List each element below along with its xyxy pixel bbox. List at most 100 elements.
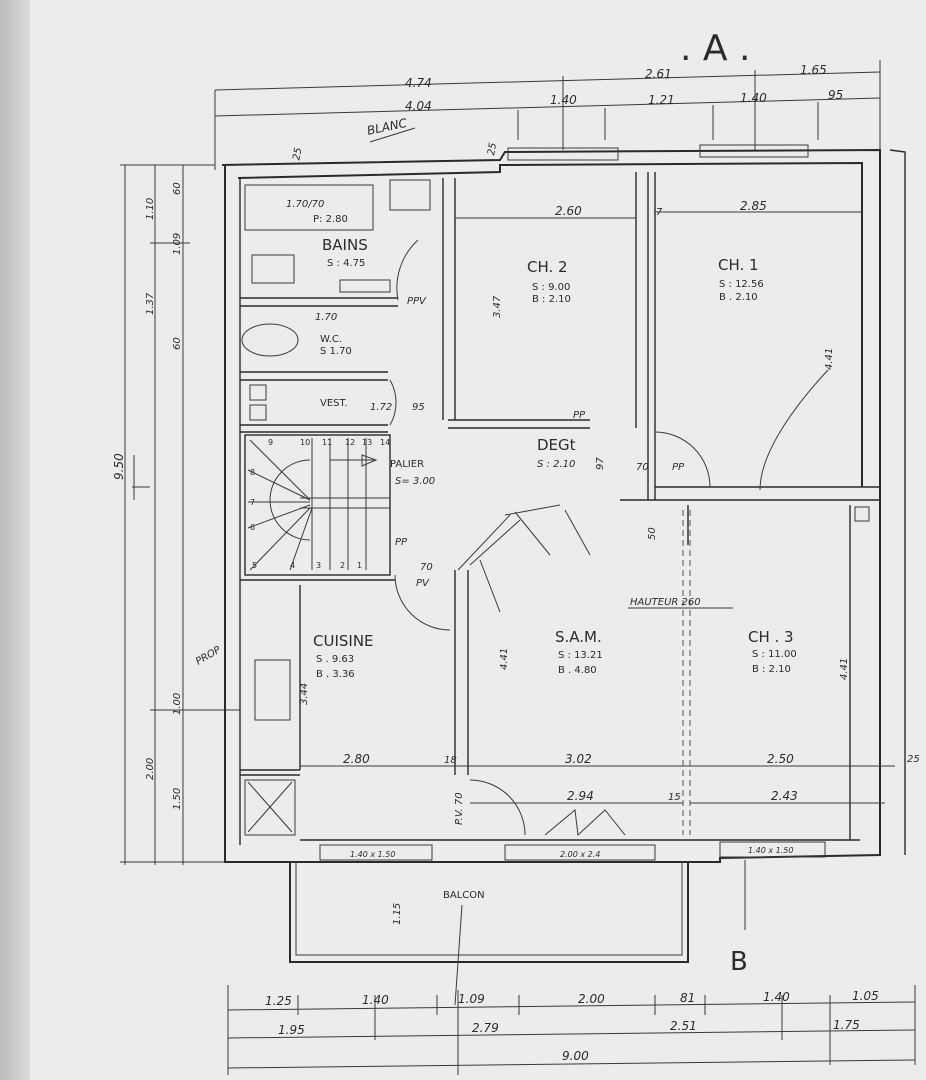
window-kitchen: 1.40 x 1.50 (350, 850, 395, 859)
dim-b-195: 1.95 (278, 1023, 305, 1037)
door-ppv: PPV (407, 296, 427, 307)
dim-b-251: 2.51 (670, 1019, 697, 1033)
room-cuisine-b: B . 3.36 (316, 669, 355, 680)
room-wc-surface: S 1.70 (320, 346, 352, 357)
window-ch3: 1.40 x 1.50 (748, 846, 793, 855)
room-deg-surface: S : 2.10 (537, 459, 575, 470)
stair-step-11: 11 (322, 438, 332, 447)
dim-165: 1.65 (800, 63, 827, 77)
stair-step-8: 8 (250, 468, 255, 477)
dim-ch3-depth: 4.41 (839, 658, 850, 680)
room-bains-surface: S : 4.75 (327, 258, 365, 269)
room-bains: BAINS (322, 236, 368, 254)
dim-b-109: 1.09 (458, 992, 485, 1006)
bath-label: P: 2.80 (313, 214, 348, 225)
dim-121: 1.21 (648, 93, 675, 107)
dim-110: 1.10 (145, 198, 156, 220)
dim-25a: 25 (291, 147, 304, 161)
room-balcon: BALCON (443, 890, 485, 901)
stair-step-12: 12 (345, 438, 355, 447)
interior-walls (239, 172, 880, 845)
stair-step-9: 9 (268, 438, 273, 447)
door-70-kitchen: 70 (420, 562, 433, 573)
dim-ch3-width: 2.50 (767, 752, 794, 766)
meter-v-icon (249, 384, 267, 401)
dim-ch1-depth: 4.41 (824, 348, 835, 370)
dim-vest-width: 95 (412, 402, 425, 413)
room-ch2-surface: S : 9.00 (532, 282, 570, 293)
dim-ch2-width: 2.60 (555, 204, 582, 218)
dim-b-279: 2.79 (472, 1021, 499, 1035)
section-mark-a: . A . (680, 28, 750, 69)
room-wc: W.C. (320, 334, 342, 345)
interior-dimensions: 2.60 3.47 2.85 4.41 1.70 1.72 95 2.80 3.… (299, 199, 920, 925)
dim-wall-18: 18 (444, 755, 457, 766)
dim-cuisine-depth: 3.44 (299, 683, 310, 705)
dim-b-200: 2.00 (578, 992, 605, 1006)
door-pp-ch1: PP (672, 462, 685, 473)
stair-step-13: 13 (362, 438, 372, 447)
dim-wall-25: 25 (907, 754, 920, 765)
dim-25b: 25 (486, 142, 499, 156)
dim-vest-depth: 1.72 (370, 402, 392, 413)
room-ch1-b: B . 2.10 (719, 292, 758, 303)
dim-ch1-width: 2.85 (740, 199, 767, 213)
fridge-icon (254, 659, 291, 721)
doors (389, 239, 829, 837)
bathtub-icon (244, 184, 374, 231)
dim-60a: 60 (172, 182, 183, 195)
stair-step-4: 4 (290, 561, 295, 570)
room-sam-surface: S : 13.21 (558, 650, 603, 661)
room-vest: VEST. (320, 398, 348, 409)
bath-size: 1.70/70 (286, 199, 324, 210)
room-degagement: DEGt (537, 436, 576, 454)
annotations: HAUTEUR 260 PPV PP PP 70 PP PV 70 P.V. 7… (395, 296, 733, 825)
stair-step-14: 14 (380, 438, 390, 447)
dim-ch2-depth: 3.47 (492, 295, 503, 318)
stair-step-1: 1 (357, 561, 362, 570)
dim-balcon-depth: 1.15 (392, 903, 403, 925)
room-cuisine-surface: S . 9.63 (316, 654, 354, 665)
room-ch3-b: B : 2.10 (752, 664, 791, 675)
bottom-dimensions: 1.25 1.40 1.09 2.00 81 1.40 1.05 1.95 2.… (227, 985, 916, 1075)
stair-step-10: 10 (300, 438, 310, 447)
staircase: 9 10 11 12 13 14 8 7 6 5 4 3 2 1 (247, 438, 390, 571)
paper-sheet (30, 0, 926, 1080)
dim-950: 9.50 (112, 453, 126, 480)
stair-step-6: 6 (250, 523, 255, 532)
room-sam-b: B . 4.80 (558, 665, 597, 676)
windows: 1.40 x 1.50 2.00 x 2.4 1.40 x 1.50 (319, 144, 826, 861)
dim-404: 4.04 (405, 99, 432, 113)
section-mark-b: B (730, 947, 748, 977)
door-pp-ch2: PP (573, 410, 586, 421)
dim-b-175: 1.75 (833, 1018, 860, 1032)
dim-b-140a: 1.40 (362, 993, 389, 1007)
stair-step-7: 7 (250, 498, 255, 507)
dim-b-125: 1.25 (265, 994, 292, 1008)
room-labels: BAINS S : 4.75 P: 2.80 1.70/70 W.C. S 1.… (286, 199, 797, 901)
balcony: B (289, 860, 748, 1006)
dim-60b: 60 (172, 337, 183, 350)
toilet-icon (241, 323, 299, 357)
meter-c-icon (249, 404, 267, 421)
sink-icon (339, 279, 391, 293)
stair-step-3: 3 (316, 561, 321, 570)
stair-step-2: 2 (340, 561, 345, 570)
dim-wall-7: 7 (656, 207, 663, 218)
dim-b-81: 81 (680, 991, 695, 1005)
dim-cuisine-width: 2.80 (343, 752, 370, 766)
fixtures (241, 179, 870, 836)
stair-step-5: 5 (252, 561, 257, 570)
washbasin-icon (389, 179, 431, 211)
annotation-blanc: BLANC (366, 116, 409, 138)
door-pp-stairs: PP (395, 537, 408, 548)
room-palier: PALIER (390, 459, 424, 470)
paper-shadow-edge (0, 0, 30, 1080)
annotation-prop: PROP (194, 644, 224, 667)
dim-474: 4.74 (405, 76, 432, 90)
dim-95: 95 (828, 88, 843, 102)
window-sam-door: 2.00 x 2.4 (560, 850, 600, 859)
room-ch2-b: B : 2.10 (532, 294, 571, 305)
room-ch3: CH . 3 (748, 628, 794, 646)
door-pv: PV (416, 578, 430, 589)
